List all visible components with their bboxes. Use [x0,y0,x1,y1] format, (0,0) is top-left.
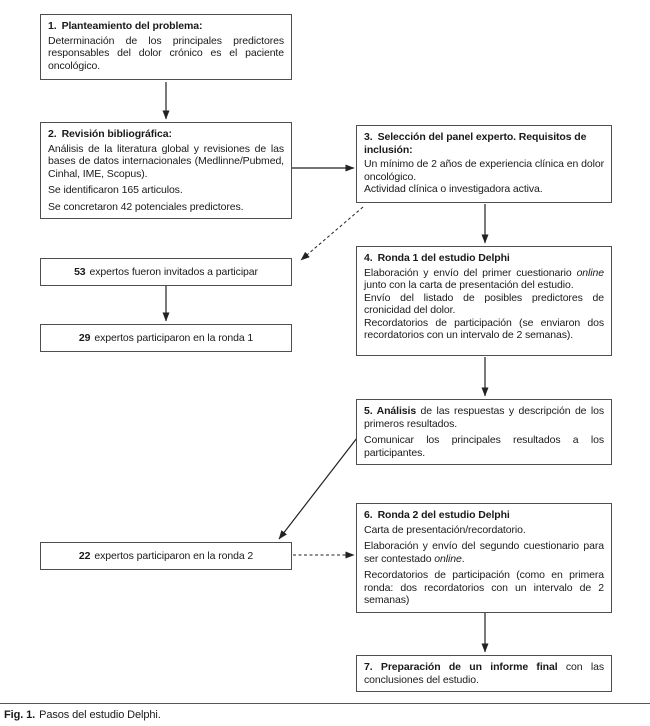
box4-body-p1: Elaboración y envío del primer cuestiona… [364,267,604,292]
box1-number: 1. [48,20,57,32]
flow-box-1-planteamiento: 1. Planteamiento del problema: Determinac… [40,14,292,80]
box6-title: 6. Ronda 2 del estudio Delphi [364,509,604,522]
box1-title-text: Planteamiento del problema: [61,20,203,32]
box3-title: 3.Selección del panel experto. Requisito… [364,131,604,156]
flow-box-5-analisis: 5. Análisis de las respuestas y descripc… [356,399,612,465]
box4-title: 4. Ronda 1 del estudio Delphi [364,252,604,265]
s22-text: expertos participaron en la ronda 2 [94,550,254,562]
box5-p1-rest: de las respuestas y descripción de los p… [364,405,604,430]
box6-p2-part-a: Elaboración y envío del segundo cuestion… [364,540,604,565]
box5-body-p2: Comunicar los principales resultados a l… [364,434,604,459]
box6-body-p3: Recordatorios de participación (como en … [364,569,604,606]
figure-caption: Fig. 1.Pasos del estudio Delphi. [4,709,161,721]
flow-box-4-ronda-1: 4. Ronda 1 del estudio Delphi Elaboración… [356,246,612,356]
box4-p1-part-a: Elaboración y envío del primer cuestiona… [364,266,577,279]
figure-caption-label: Fig. 1. [4,709,36,721]
box5-title-bold: 5. Análisis [364,405,417,417]
box5-body-p1: 5. Análisis de las respuestas y descripc… [364,405,604,430]
box6-p2-online-italic: online [434,552,462,565]
box7-rest: con las conclusiones del estudio. [364,661,605,686]
box1-title: 1. Planteamiento del problema: [48,20,284,33]
s53-number: 53 [74,266,86,278]
box4-p1-part-b: junto con la carta de presentación del e… [364,279,574,291]
box2-body-p2: Se identificaron 165 articulos. [48,184,183,196]
box2-body-p1: Análisis de la literatura global y revis… [48,142,284,180]
box3-body-p1: Un mínimo de 2 años de experiencia clíni… [364,158,604,183]
box1-body: Determinación de los principales predict… [48,34,284,72]
box6-body-p2: Elaboración y envío del segundo cuestion… [364,540,604,565]
box6-title-text: Ronda 2 del estudio Delphi [377,509,510,521]
box6-body-p1: Carta de presentación/recordatorio. [364,523,526,536]
flow-box-2-revision: 2. Revisión bibliográfica: Análisis de la… [40,122,292,219]
s22-number: 22 [78,550,91,562]
s29-text: expertos participaron en la ronda 1 [94,332,254,344]
box7-body: 7. Preparación de un informe final con l… [364,661,604,686]
box2-number: 2. [48,128,57,140]
box4-body-p2: Envío del listado de posibles predictore… [364,291,604,317]
box3-title-text: Selección del panel experto. Requisitos … [364,131,587,156]
box2-body-p3: Se concretaron 42 potenciales predictore… [48,200,244,213]
box4-title-text: Ronda 1 del estudio Delphi [377,252,510,264]
box3-body-p2: Actividad clínica o investigadora activa… [364,183,543,195]
s29-number: 29 [78,332,91,344]
box6-p2-part-b: . [461,552,465,565]
s53-text: expertos fueron invitados a participar [89,266,258,278]
box3-number: 3. [364,131,373,143]
box7-title-bold: 7. Preparación de un informe final [364,661,558,673]
box4-p1-online-italic: online [576,266,605,279]
arrow-box5-to-22-expertos [278,437,358,540]
dashed-arrow-box3-to-53-expertos [300,206,364,261]
flow-box-7-informe-final: 7. Preparación de un informe final con l… [356,655,612,692]
box2-title-text: Revisión bibliográfica: [61,128,172,140]
box6-number: 6. [364,509,373,521]
box4-number: 4. [364,252,373,264]
flow-box-3-seleccion-panel: 3.Selección del panel experto. Requisito… [356,125,612,203]
flow-box-6-ronda-2: 6. Ronda 2 del estudio Delphi Carta de pr… [356,503,612,613]
box4-body-p3: Recordatorios de participación (se envia… [364,316,604,342]
caption-divider-line [0,703,650,704]
figure-caption-text: Pasos del estudio Delphi. [39,709,161,721]
box2-title: 2. Revisión bibliográfica: [48,128,284,141]
